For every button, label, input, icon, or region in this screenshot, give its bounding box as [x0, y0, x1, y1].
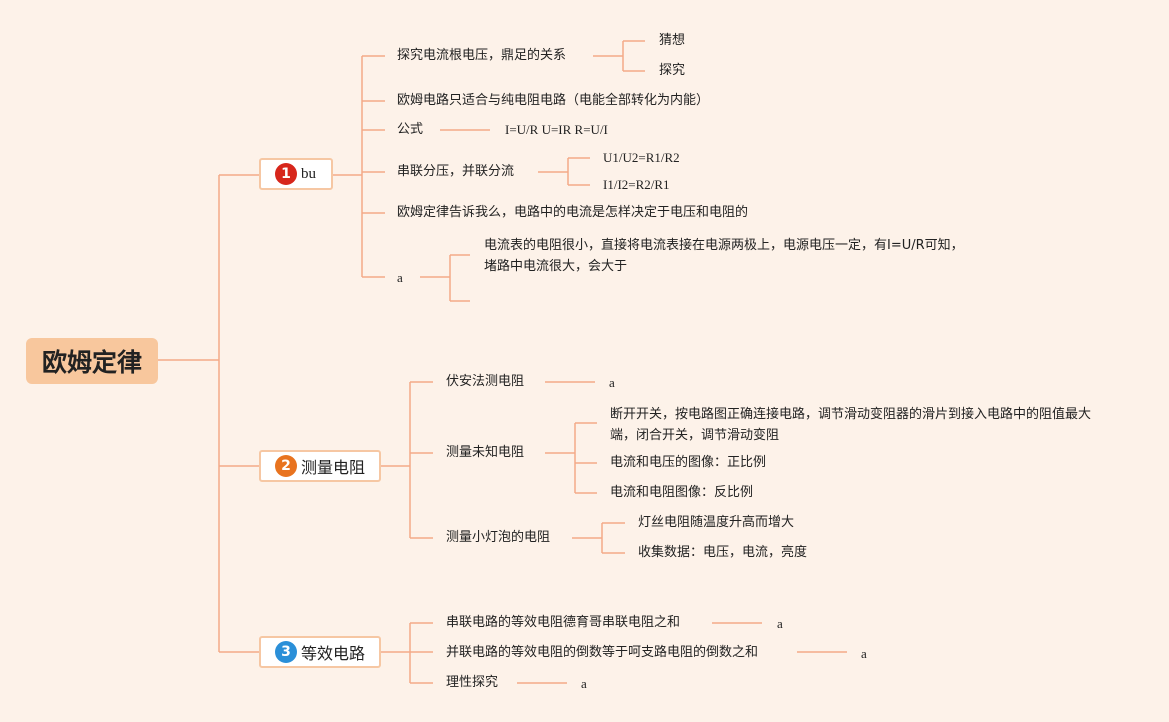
b2-item-2-child-1[interactable]: 断开开关，按电路图正确连接电路，调节滑动变阻器的滑片到接入电路中的阻值最大端，闭… [610, 407, 1092, 443]
b2-item-3[interactable]: 测量小灯泡的电阻 [446, 530, 551, 545]
b1-item-2[interactable]: 欧姆电路只适合与纯电阻电路（电能全部转化为内能） [397, 93, 710, 108]
b3-item-3[interactable]: 理性探究 [446, 675, 499, 690]
branch-2-node[interactable]: 2 测量电阻 [259, 450, 381, 482]
b1-item-3-child-1[interactable]: I=U/R U=IR R=U/I [505, 122, 608, 137]
b2-children [380, 381, 433, 539]
b3-item-3-child-1[interactable]: a [581, 676, 587, 691]
number-3-badge: 3 [275, 641, 297, 663]
b2-item-2[interactable]: 测量未知电阻 [446, 445, 525, 460]
b1-item-5[interactable]: 欧姆定律告诉我么，电路中的电流是怎样决定于电压和电阻的 [397, 205, 749, 220]
branch-2-label: 测量电阻 [301, 458, 366, 477]
b3-item-1[interactable]: 串联电路的等效电阻德育哥串联电阻之和 [446, 615, 681, 630]
branch-1-label: bu [301, 165, 316, 182]
b2-item-1-child-1[interactable]: a [609, 375, 615, 390]
root-node[interactable]: 欧姆定律 [26, 338, 158, 384]
b1-item-4[interactable]: 串联分压，并联分流 [397, 164, 515, 179]
b1-item-1-child-1[interactable]: 猜想 [659, 33, 686, 48]
branch-1-node[interactable]: 1 bu [259, 158, 333, 190]
b2-item-2-child-3[interactable]: 电流和电阻图像：反比例 [610, 485, 754, 500]
b3-children [380, 622, 433, 684]
b1-item-4-child-2[interactable]: I1/I2=R2/R1 [603, 177, 670, 192]
branch-3-label: 等效电路 [301, 644, 366, 663]
b3-item-2-child-1[interactable]: a [861, 646, 867, 661]
b1-item-4-child-1[interactable]: U1/U2=R1/R2 [603, 150, 680, 165]
number-2-badge: 2 [275, 455, 297, 477]
b2-item-3-child-1[interactable]: 灯丝电阻随温度升高而增大 [638, 515, 795, 530]
b1-item-6[interactable]: a [397, 270, 403, 285]
b1-item-1[interactable]: 探究电流根电压，鼎足的关系 [397, 48, 567, 63]
b2-item-2-child-2[interactable]: 电流和电压的图像：正比例 [610, 455, 767, 470]
b2-item-3-child-2[interactable]: 收集数据：电压，电流，亮度 [638, 545, 808, 560]
root-to-branches [158, 174, 259, 653]
b2-i3-children [572, 522, 625, 554]
b3-leaf-links [517, 622, 847, 684]
b1-i1-children [593, 40, 645, 72]
b1-item-6-child-1[interactable]: 电流表的电阻很小，直接将电流表接在电源两极上，电源电压一定，有I=U/R可知，堵… [484, 238, 964, 274]
b1-i6-children [420, 254, 470, 302]
number-1-badge: 1 [275, 163, 297, 185]
b3-item-1-child-1[interactable]: a [777, 616, 783, 631]
b2-i2-children [545, 422, 597, 494]
b1-i4-children [538, 157, 590, 186]
b1-item-1-child-2[interactable]: 探究 [659, 63, 686, 78]
b1-item-3[interactable]: 公式 [397, 122, 424, 137]
b3-item-2[interactable]: 并联电路的等效电阻的倒数等于呵支路电阻的倒数之和 [446, 645, 759, 660]
b1-children [332, 55, 385, 278]
b2-item-1[interactable]: 伏安法测电阻 [446, 374, 525, 389]
branch-3-node[interactable]: 3 等效电路 [259, 636, 381, 668]
